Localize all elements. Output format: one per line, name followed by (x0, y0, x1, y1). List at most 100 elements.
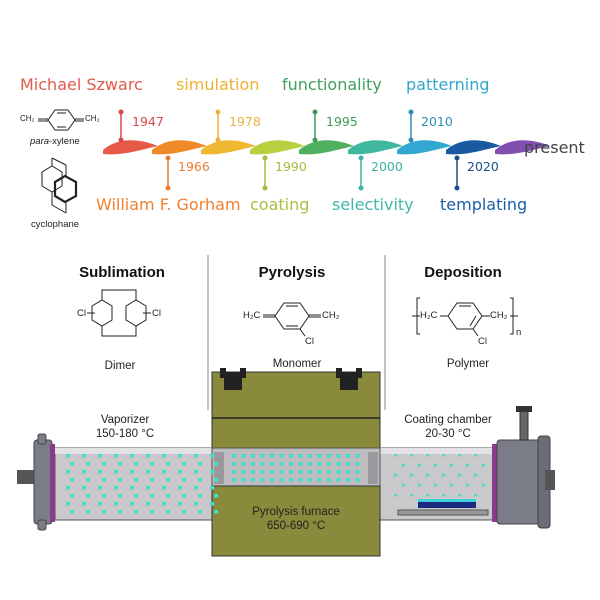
deposition-particle (394, 474, 397, 477)
vapor-particle (102, 478, 106, 482)
stage-title-deposition: Deposition (424, 264, 502, 281)
deposition-particle (418, 484, 421, 487)
vapor-particle (182, 478, 186, 482)
monomer-particle (251, 470, 255, 474)
chamber-name: Coating chamber (404, 414, 492, 426)
wave-segment (446, 140, 501, 155)
vapor-particle (166, 494, 170, 498)
vapor-particle (198, 462, 202, 466)
h2c-label: H₂C (420, 310, 438, 321)
monomer-particle (241, 470, 246, 474)
deposition-particle (466, 484, 469, 487)
vapor-particle (182, 510, 186, 514)
vapor-particle (214, 510, 218, 514)
label-patterning: patterning (406, 75, 490, 94)
pin-dot (408, 137, 414, 143)
vapor-particles (66, 454, 485, 514)
timeline-wave (103, 140, 550, 155)
para-xylene-structure (38, 109, 84, 131)
vapor-particle (198, 494, 202, 498)
monomer-particle (289, 478, 293, 482)
vapor-particle (102, 462, 106, 466)
monomer-particle (298, 462, 303, 466)
monomer-particle (270, 478, 274, 482)
wave-segment (152, 140, 207, 155)
left-flange (33, 439, 53, 525)
monomer-particle (298, 478, 303, 482)
deposition-particle (434, 484, 437, 487)
year-2020: 2020 (467, 159, 499, 174)
vapor-particle (114, 486, 118, 490)
label-coating: coating (250, 195, 310, 214)
vapor-particle (182, 494, 186, 498)
vapor-particle (130, 486, 134, 490)
pin-dot (262, 185, 268, 191)
monomer-particle (346, 478, 350, 482)
monomer-particle (270, 454, 274, 458)
vapor-particle (114, 454, 118, 458)
ch2-left: CH₂ (20, 114, 35, 123)
left-knob (17, 470, 37, 484)
monomer-particle (317, 454, 322, 458)
monomer-particle (317, 478, 322, 482)
pin-dot (312, 137, 318, 143)
vapor-particle (70, 478, 74, 482)
deposition-particle (466, 464, 469, 467)
xylene-text: -xylene (49, 136, 80, 147)
furnace-handle (220, 368, 246, 390)
year-1947: 1947 (132, 114, 164, 129)
vapor-particle (150, 494, 154, 498)
vapor-particle (134, 462, 138, 466)
vapor-particle (162, 454, 166, 458)
vapor-particle (82, 454, 86, 458)
wave-segment (348, 140, 403, 155)
wave-segment (397, 140, 452, 155)
vapor-particle (130, 454, 134, 458)
monomer-particle (308, 470, 312, 474)
furnace-temp: 650-690 °C (266, 520, 326, 533)
monomer-particle (355, 454, 360, 458)
pin-dot (215, 137, 221, 143)
vapor-particle (86, 494, 90, 498)
dimer-label: Dimer (104, 360, 136, 372)
vapor-particle (66, 470, 70, 474)
para-xylene-label: para-xylene (30, 137, 80, 147)
vapor-particle (214, 494, 218, 498)
monomer-particle (260, 462, 265, 466)
monomer-particle (336, 470, 341, 474)
monomer-particle (308, 462, 312, 466)
vapor-particle (182, 462, 186, 466)
monomer-particle (270, 462, 274, 466)
deposition-particle (450, 484, 453, 487)
valve (519, 409, 529, 441)
vapor-particle (118, 462, 122, 466)
label-present: present (524, 138, 585, 157)
dimer-structure (87, 289, 151, 337)
chamber-temp: 20-30 °C (425, 428, 471, 441)
cl-label: Cl (152, 308, 161, 319)
vapor-particle (150, 510, 154, 514)
deposition-particle (426, 474, 429, 477)
monomer-particle (298, 470, 303, 474)
vapor-particle (82, 502, 86, 506)
vapor-particle (70, 510, 74, 514)
monomer-particle (289, 462, 293, 466)
vapor-particle (214, 462, 218, 466)
pin-dot (358, 185, 364, 191)
monomer-particle (308, 454, 312, 458)
pin-dot (165, 155, 171, 161)
year-2000: 2000 (371, 159, 403, 174)
vapor-particle (102, 510, 106, 514)
monomer-particle (327, 454, 331, 458)
year-2010: 2010 (421, 114, 453, 129)
cl-label: Cl (77, 308, 86, 319)
vapor-particle (118, 510, 122, 514)
vapor-particle (210, 454, 214, 458)
substrate (418, 501, 476, 508)
para-italic: para (30, 136, 50, 147)
deposition-particle (426, 494, 429, 497)
deposition-particle (442, 494, 445, 497)
vapor-particle (162, 470, 166, 474)
furnace-handle (336, 368, 362, 390)
